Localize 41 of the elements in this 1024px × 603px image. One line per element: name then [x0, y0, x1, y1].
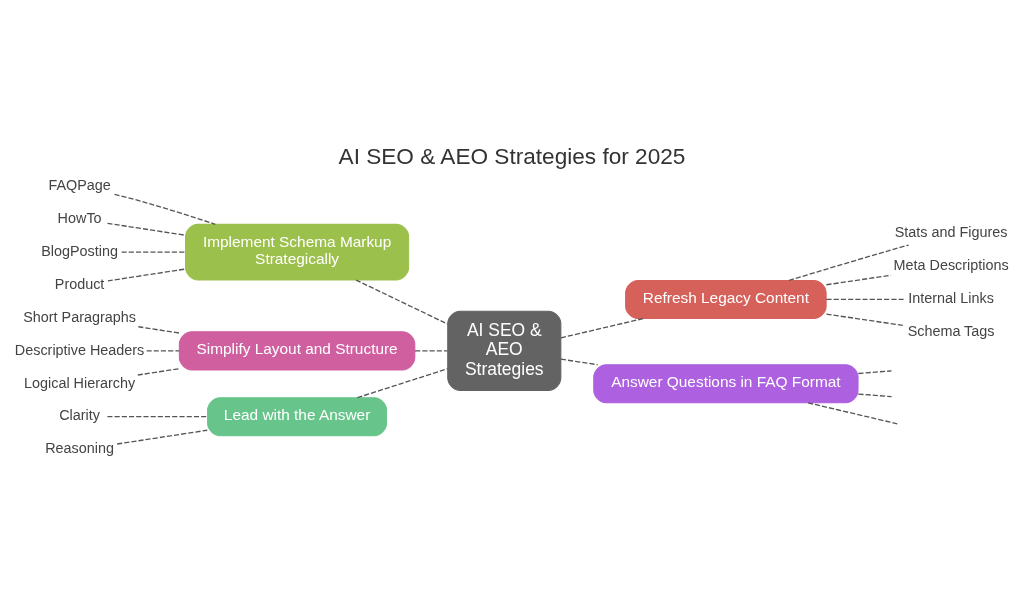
- node-text: Meta Descriptions: [893, 257, 1009, 274]
- node-box: Simplify Layout and Structure: [178, 331, 416, 371]
- node-text: Internal Links: [908, 290, 994, 307]
- node-box: Refresh Legacy Content: [625, 279, 827, 319]
- connector: [146, 350, 180, 352]
- connector: [825, 313, 905, 327]
- node-text: Product: [54, 275, 105, 292]
- connector: [857, 370, 893, 375]
- node-text: Logical Hierarchy: [24, 374, 136, 391]
- connector: [857, 393, 893, 398]
- connector: [137, 368, 180, 376]
- connector: [825, 274, 892, 286]
- node-text: Stats and Figures: [894, 224, 1008, 241]
- node-box: Answer Questions in FAQ Format: [593, 364, 859, 404]
- connector: [116, 429, 208, 445]
- connector: [106, 416, 208, 418]
- node-text: HowTo: [57, 210, 102, 227]
- connector: [356, 368, 449, 399]
- connector: [106, 222, 186, 236]
- connector: [137, 326, 180, 334]
- node-text: Descriptive Headers: [14, 341, 145, 358]
- connector: [107, 268, 186, 282]
- connector: [121, 251, 186, 253]
- node-box: Implement Schema Markup Strategically: [185, 223, 410, 281]
- node-text: Clarity: [59, 407, 100, 424]
- node-text: FAQPage: [48, 177, 111, 194]
- node-box: Lead with the Answer: [207, 397, 388, 437]
- connector: [414, 350, 448, 352]
- connector: [355, 279, 449, 325]
- node-text: BlogPosting: [41, 242, 118, 259]
- connector: [807, 402, 899, 425]
- node-text: Short Paragraphs: [23, 308, 136, 325]
- connector: [788, 244, 910, 282]
- connector: [560, 358, 599, 366]
- node-text: Schema Tags: [907, 323, 995, 340]
- diagram-title: AI SEO & AEO Strategies for 2025: [338, 144, 686, 170]
- connector: [113, 193, 216, 225]
- node-text: Reasoning: [45, 440, 114, 457]
- node-box: AI SEO & AEO Strategies: [447, 310, 562, 391]
- connector: [825, 298, 906, 301]
- connector: [560, 317, 645, 339]
